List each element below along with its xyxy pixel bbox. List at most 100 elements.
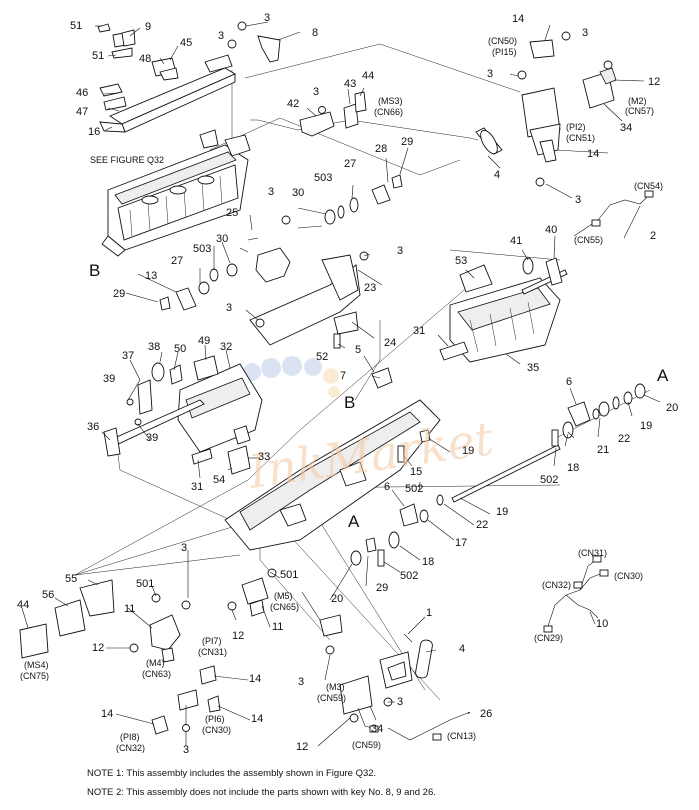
parts-top-left bbox=[97, 21, 281, 111]
callout-label: 42 bbox=[287, 98, 300, 110]
center-bracket-23 bbox=[249, 254, 393, 389]
callout-label: 44 bbox=[17, 599, 30, 611]
callout-label: 14 bbox=[249, 673, 262, 685]
callout-label: 32 bbox=[220, 341, 233, 353]
callout-label: 35 bbox=[527, 362, 540, 374]
connector-label: (CN31) bbox=[578, 548, 608, 558]
callout-label: 39 bbox=[103, 373, 116, 385]
connector-label: (CN66) bbox=[374, 107, 404, 117]
motor-assembly-bottom bbox=[339, 633, 471, 741]
callout-label: 53 bbox=[455, 255, 468, 267]
connector-label: (CN59) bbox=[317, 693, 347, 703]
callout-label: 10 bbox=[596, 618, 609, 630]
callout-label: 20 bbox=[666, 402, 679, 414]
callout-label: 31 bbox=[191, 481, 204, 493]
callout-label: 6 bbox=[566, 376, 573, 388]
connector-label: (CN59) bbox=[352, 740, 382, 750]
callout-label: 11 bbox=[272, 621, 284, 633]
callout-label: 33 bbox=[258, 451, 271, 463]
callout-label: 3 bbox=[268, 186, 275, 198]
callout-label: 502 bbox=[400, 570, 419, 582]
connector-label: (CN30) bbox=[202, 725, 232, 735]
upper-frame-16 bbox=[99, 54, 236, 133]
callout-label: 3 bbox=[181, 542, 188, 554]
connector-label: (PI7) bbox=[202, 636, 222, 646]
callout-label: 34 bbox=[371, 723, 384, 735]
callout-label: 19 bbox=[496, 506, 509, 518]
marker-a-right: A bbox=[657, 366, 669, 385]
motor-assembly-top-right bbox=[475, 31, 617, 187]
callout-label: 51 bbox=[70, 20, 83, 32]
callout-label: 25 bbox=[226, 207, 239, 219]
callout-label: 56 bbox=[42, 589, 55, 601]
roller-parts-left bbox=[159, 215, 323, 311]
callout-label: 27 bbox=[344, 158, 357, 170]
connector-label: (CN30) bbox=[614, 571, 644, 581]
connector-label: (CN50) bbox=[488, 36, 518, 46]
note-2: NOTE 2: This assembly does not include t… bbox=[87, 787, 436, 798]
connector-label: (CN57) bbox=[625, 106, 655, 116]
connector-label: (CN13) bbox=[447, 731, 477, 741]
main-feed-assembly bbox=[101, 129, 251, 257]
callout-label: 50 bbox=[174, 343, 187, 355]
callout-label: 22 bbox=[618, 433, 631, 445]
callout-label: 37 bbox=[122, 350, 135, 362]
callout-label: 12 bbox=[648, 76, 661, 88]
callout-label: 3 bbox=[313, 86, 320, 98]
callout-label: 3 bbox=[397, 696, 404, 708]
callout-label: 55 bbox=[65, 573, 78, 585]
callout-label: 12 bbox=[92, 642, 105, 654]
connector-label: (CN75) bbox=[20, 671, 50, 681]
callout-label: 503 bbox=[193, 243, 212, 255]
marker-b-left: B bbox=[89, 261, 101, 280]
callout-label: 26 bbox=[480, 708, 493, 720]
callout-label: 3 bbox=[582, 27, 589, 39]
connector-label: (M2) bbox=[628, 96, 647, 106]
callout-label: 23 bbox=[364, 282, 377, 294]
callout-label: 3 bbox=[218, 30, 225, 42]
cable-2 bbox=[591, 190, 654, 227]
callout-label: 14 bbox=[251, 713, 264, 725]
callout-label: 3 bbox=[298, 676, 305, 688]
callout-label: 52 bbox=[316, 351, 329, 363]
callout-label: 3 bbox=[183, 744, 190, 756]
callout-label: 54 bbox=[213, 474, 226, 486]
callout-label: 18 bbox=[422, 556, 435, 568]
callout-label: 41 bbox=[510, 235, 523, 247]
callout-label: 3 bbox=[575, 194, 582, 206]
connector-label: (CN31) bbox=[198, 647, 228, 657]
callout-label: 4 bbox=[459, 643, 466, 655]
callout-label: 12 bbox=[232, 630, 245, 642]
callout-label: 29 bbox=[113, 288, 126, 300]
callout-label: 3 bbox=[487, 68, 494, 80]
callout-label: 38 bbox=[148, 341, 161, 353]
connector-label: (CN63) bbox=[142, 669, 172, 679]
callout-label: 43 bbox=[344, 78, 357, 90]
connector-label: (MS4) bbox=[24, 660, 49, 670]
callout-label: 9 bbox=[145, 21, 152, 33]
callout-label: 3 bbox=[264, 12, 271, 24]
note-1: NOTE 1: This assembly includes the assem… bbox=[87, 768, 377, 779]
callout-label: 19 bbox=[640, 420, 653, 432]
marker-b-center: B bbox=[344, 393, 356, 412]
callout-label: 27 bbox=[171, 255, 184, 267]
callout-label: 49 bbox=[198, 335, 211, 347]
shaft-assemblies bbox=[350, 383, 646, 567]
callout-label: 46 bbox=[76, 87, 89, 99]
callout-label: 8 bbox=[312, 27, 319, 39]
callout-label: 502 bbox=[540, 474, 559, 486]
callout-label: 15 bbox=[410, 466, 423, 478]
callout-label: 14 bbox=[101, 708, 114, 720]
callout-label: 47 bbox=[76, 106, 89, 118]
callout-label: 31 bbox=[413, 325, 426, 337]
connector-label: (PI6) bbox=[205, 714, 225, 724]
callout-label: 22 bbox=[476, 519, 489, 531]
connector-label: (CN32) bbox=[542, 580, 572, 590]
connector-label: (M4) bbox=[146, 658, 165, 668]
guide-assembly-35 bbox=[439, 257, 568, 363]
harness-10 bbox=[543, 555, 609, 633]
connector-label: (M5) bbox=[274, 591, 293, 601]
connector-label: (CN32) bbox=[116, 743, 146, 753]
callout-label: 14 bbox=[587, 148, 600, 160]
